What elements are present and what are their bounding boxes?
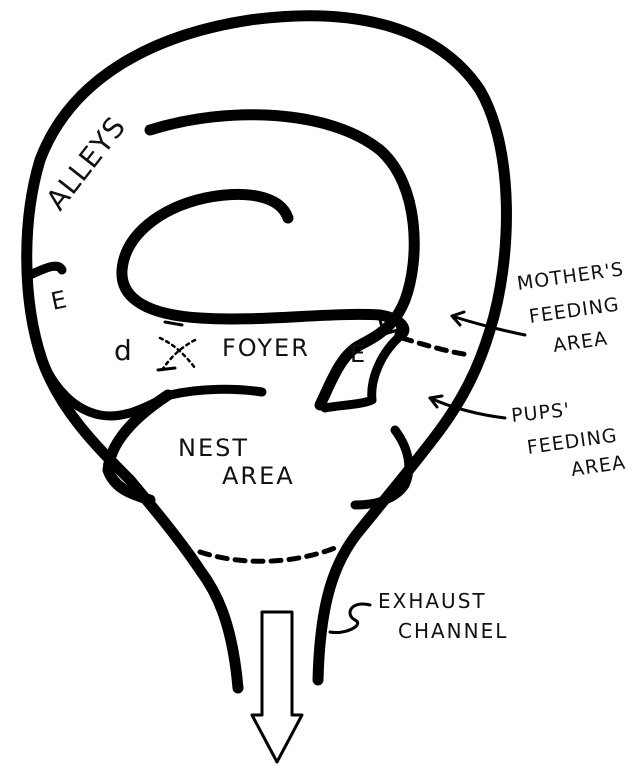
door-line-top <box>165 322 182 325</box>
mothers-feeding-boundary <box>402 338 470 355</box>
nest-bottom-boundary <box>200 548 335 561</box>
mothers-label-line3: AREA <box>552 327 610 356</box>
exhaust-label-line1: EXHAUST <box>378 589 487 613</box>
exhaust-arrow <box>252 612 302 762</box>
entrance-right-label: E <box>350 340 365 368</box>
entrance-left-label: E <box>48 285 69 316</box>
pups-label-line1: PUPS' <box>510 399 571 427</box>
pups-label-line3: AREA <box>570 451 628 480</box>
exhaust-squiggle <box>330 604 370 633</box>
foyer-label: FOYER <box>222 334 310 362</box>
pups-arrow <box>430 398 505 418</box>
door-cross-2 <box>162 340 195 370</box>
exhaust-label-line2: CHANNEL <box>398 619 508 643</box>
alley-spiral-inner <box>122 194 404 335</box>
nest-label-line2: AREA <box>222 462 295 490</box>
door-label: d <box>114 334 132 367</box>
nest-label-line1: NEST <box>178 434 249 462</box>
foyer-bottom-left <box>170 389 262 395</box>
door-line-bottom <box>158 368 175 370</box>
nest-right-wall <box>355 430 409 505</box>
mothers-label-line2: FEEDING <box>528 293 621 327</box>
mothers-label-line1: MOTHER'S <box>516 258 626 295</box>
left-wall-stub <box>30 266 62 275</box>
